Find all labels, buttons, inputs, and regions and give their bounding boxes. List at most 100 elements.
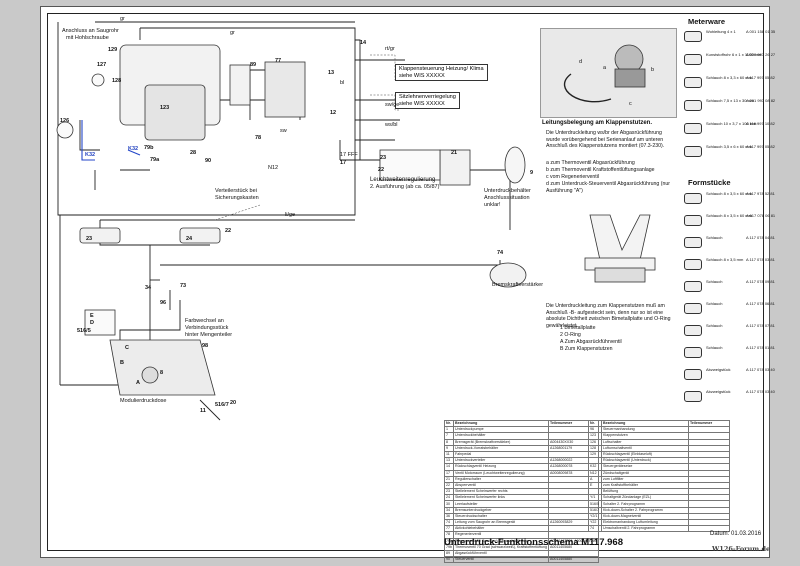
part-74-a: 74 [497,250,504,256]
part-20: 20 [230,400,237,406]
formstuecke-desc: Schlauch 8 x 3,5 x 60 mm [706,191,753,196]
hose-icon [684,347,702,358]
hose-icon [684,123,702,134]
meterware-desc: Schlauch 7,5 x 13 x 30 mm [706,98,755,103]
right-panel-legend-b: b zum Thermoventil Kraftstoffentlüftungs… [546,167,655,173]
formstuecke-part-number: A 117 078 03 81 [746,257,775,262]
part-24: 24 [186,236,193,242]
meterware-desc: Kunststoffrohr 6 x 1 x 1100 mm [706,52,762,57]
label-anschluss-2: mit Hohlschraube [66,35,109,41]
label-leuchtweite-2: 2. Ausführung (ab ca. 05/87) [370,184,440,190]
formstuecke-part-number: A 117 978 52 81 [746,191,775,196]
hose-icon [684,237,702,248]
meterware-part-number: A 000 997 26 27 [746,52,776,57]
hose-icon [684,259,702,270]
meterware-desc: Schlauch 3,5 x 6 x 60 mm [706,144,753,149]
part-90: 90 [205,158,212,164]
label-wsbl: ws/bl [385,122,398,128]
part-b: B [120,360,124,366]
table-cell: 90 [444,556,454,564]
part-123: 123 [160,105,170,111]
formstuecke-part-number: A 117 078 06 81 [746,301,775,306]
formstuecke-desc: Abzweigstück [706,367,731,372]
part-73: 73 [180,283,187,289]
hose-icon [684,303,702,314]
hose-icon [684,146,702,157]
hose-icon [684,281,702,292]
part-79a: 79a [150,157,160,163]
part-12: 12 [330,110,337,116]
part-d: D [90,320,94,326]
meterware-part-number: A 116 997 10 82 [746,121,775,126]
label-gr-top: gr [120,16,125,22]
part-k32-a: K32 [85,152,96,158]
klappenstutzen-photo: a b c d [540,28,677,118]
label-farbwechsel-1: Farbwechsel an [185,318,224,324]
meterware-part-number: A 117 997 05 82 [746,144,775,149]
part-8: 8 [160,370,164,376]
part-k32-b: K32 [128,146,139,152]
formstuecke-desc: Abzweigstück [706,389,731,394]
right-panel-warning: Die Unterdruckleitung ws/br der Abgasrüc… [546,130,665,149]
label-verteiler-2: Sicherungskasten [215,195,259,201]
part-22-b: 22 [225,228,232,234]
label-behaelter-2: Anschlusssituation [484,195,530,201]
label-bl: bl [340,80,345,86]
part-14: 14 [360,40,367,46]
part-34: 34 [145,285,152,291]
hose-icon [684,77,702,88]
right-panel-title: Leitungsbelegung am Klappenstutzen. [542,120,653,126]
table-cell: Steuerventil [452,556,550,564]
label-n12: N12 [268,165,279,171]
part-128: 128 [112,78,122,84]
part-23-b: 23 [86,236,93,242]
meterware-desc: Schlauch 10 x 3,7 x 100 mm [706,121,757,126]
hose-icon [684,369,702,380]
hose-icon [684,325,702,336]
right-panel-legend-a: a zum Thermoventil Abgasrückführung [546,160,635,166]
part-21: 21 [451,150,458,156]
meterware-desc: Wohleitung 4 x 1 [706,29,736,34]
formstuecke-desc: Schlauch [706,301,723,306]
right-panel-lower-note: Die Unterdruckleitung zum Klappenstutzen… [546,303,671,329]
part-516-5: 516/5 [77,328,91,334]
box-sitzlehnen: Sitzlehnenverriegelung siehe WIS XXXXX [395,92,460,110]
label-farbwechsel-3: hinter Mengenteiler [185,332,233,338]
right-panel-lower-legend-3: A Zum Abgasrückführventil [560,339,622,345]
hose-icon [684,54,702,65]
box-klappensteuerung-line1: Klappensteuerung Heizung/ Klima [399,66,484,72]
hose-icon [684,193,702,204]
part-77: 77 [275,58,282,64]
label-modulierdruckdose: Modulierdruckdose [120,398,167,404]
hose-icon [684,215,702,226]
meterware-part-number: A 001 158 01 35 [746,29,776,34]
part-127: 127 [97,62,107,68]
part-28: 28 [190,150,197,156]
right-panel-lower-legend-4: B Zum Klappenstutzen [560,346,613,352]
label-swge: sw/ge [385,102,400,108]
label-17fff: 17 FFF [340,152,358,158]
right-panel-lower-legend-2: 2 O-Ring [560,332,581,338]
box-sitzlehnen-line1: Sitzlehnenverriegelung [399,94,456,100]
label-sw: sw [280,128,287,134]
photo-label-d: d [579,59,583,65]
table-cell: A0011405880 [548,556,599,564]
meterware-desc: Schlauch 8 x 3,3 x 60 mm [706,75,753,80]
part-126: 126 [60,118,70,124]
photo-label-b: b [651,67,655,73]
photo-label-a: a [603,65,607,71]
label-behaelter-3: unklar! [484,202,501,208]
hose-icon [684,100,702,111]
part-9: 9 [530,170,534,176]
label-farbwechsel-2: Verbindungsstück [185,325,229,331]
part-79b: 79b [144,145,154,151]
part-e: E [90,313,94,319]
right-panel-lower-legend-1: 1 Bimetallplatte [560,325,596,331]
meterware-part-number: A 117 997 05 82 [746,75,775,80]
box-sitzlehnen-line2: siehe WIS XXXXX [399,100,445,107]
meterware-part-number: A 201 997 08 82 [746,98,776,103]
label-gr-2: gr [230,30,235,36]
